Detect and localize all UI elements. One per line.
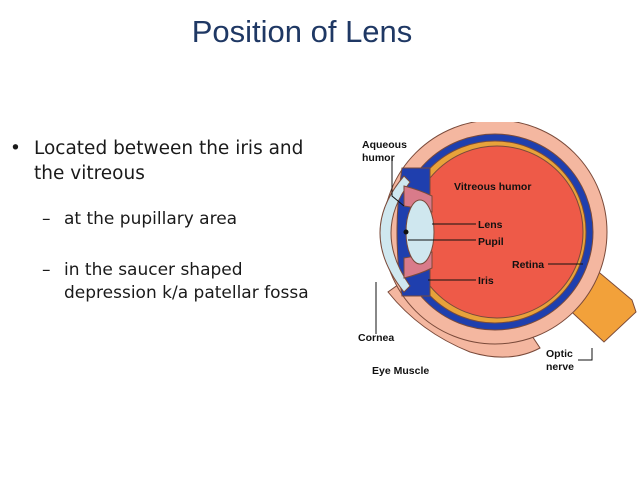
- lens-label: Lens: [478, 219, 503, 231]
- sub-bullet-text-line: in the saucer shaped: [64, 260, 243, 280]
- iris-label: Iris: [478, 275, 494, 287]
- vitreous-humor-label: Vitreous humor: [454, 181, 531, 193]
- bullet-text-line: the vitreous: [34, 163, 145, 184]
- cornea-shape: [379, 175, 411, 293]
- bullet-mark: •: [10, 138, 21, 159]
- eye-muscle-label: Eye Muscle: [372, 365, 429, 377]
- lens-shape: [405, 199, 435, 265]
- bullet-list: • Located between the iris and the vitre…: [10, 136, 355, 305]
- bullet-text-line: Located between the iris and: [34, 138, 304, 159]
- sub-bullet-mark: –: [42, 209, 51, 229]
- aqueous-humor-label: humor: [362, 152, 395, 164]
- optic-nerve-label: nerve: [546, 361, 574, 373]
- sub-bullet-mark: –: [42, 260, 51, 280]
- bullet-item: • Located between the iris and the vitre…: [10, 136, 355, 186]
- cornea-label: Cornea: [358, 332, 394, 344]
- sub-bullet-item: – at the pupillary area: [10, 208, 355, 231]
- pupil-marker: [403, 229, 409, 235]
- vitreous-body-shape: [410, 145, 584, 319]
- retina-label: Retina: [512, 259, 544, 271]
- pupil-label: Pupil: [478, 236, 504, 248]
- sub-bullet-text-line: depression k/a patellar fossa: [64, 283, 309, 303]
- slide-title: Position of Lens: [191, 14, 413, 49]
- eye-diagram: Aqueous humor Vitreous humor Lens Pupil …: [358, 122, 637, 377]
- aqueous-humor-label: Aqueous: [362, 139, 407, 151]
- sub-bullet-text: at the pupillary area: [64, 209, 238, 229]
- optic-nerve-label: Optic: [546, 348, 573, 360]
- sub-bullet-item: – in the saucer shaped depression k/a pa…: [10, 259, 355, 305]
- leader-lines: [375, 160, 593, 361]
